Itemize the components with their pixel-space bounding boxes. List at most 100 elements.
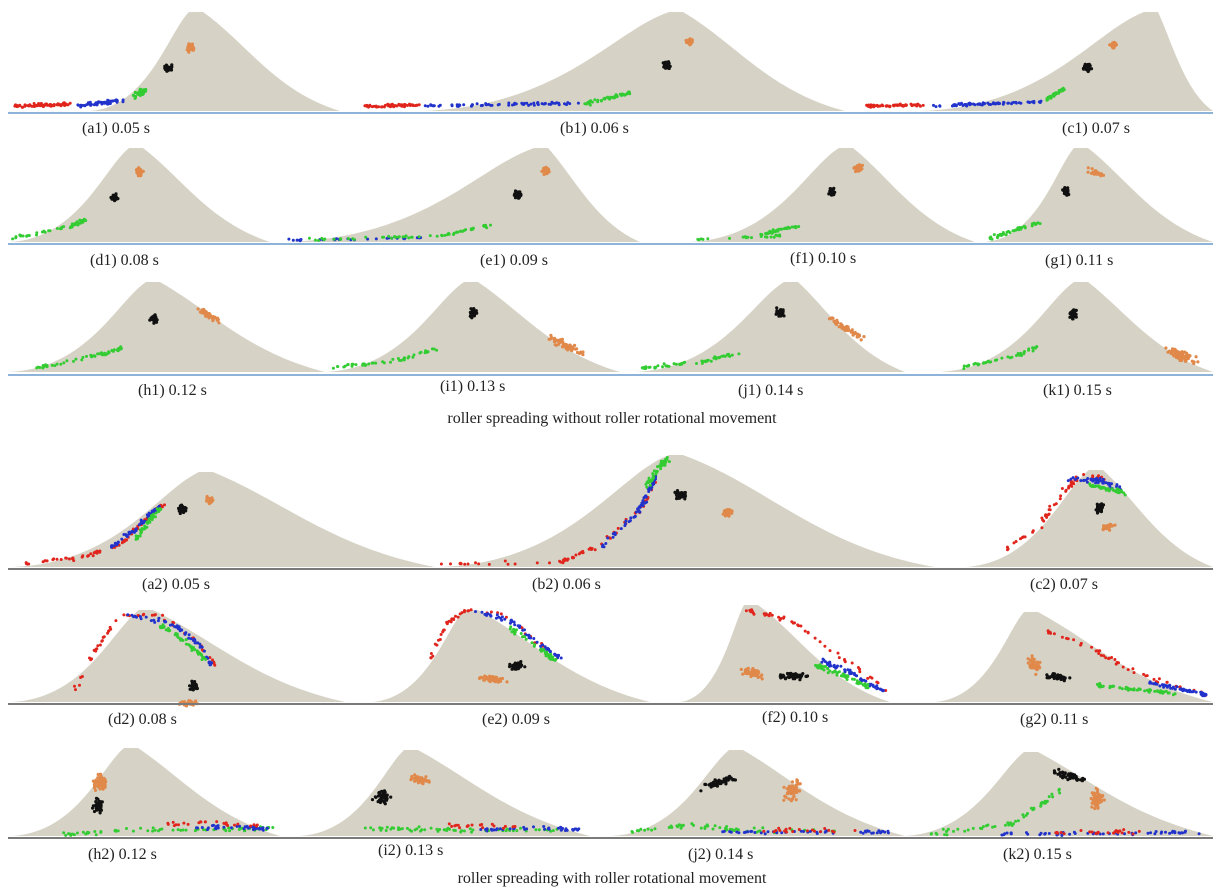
panel-label-e1: (e1) 0.09 s [480,252,548,269]
powder-bed-i2 [300,750,590,836]
panel-label-a1: (a1) 0.05 s [82,120,150,137]
panel-j1 [635,282,905,372]
particles-orange-e1 [540,165,551,176]
particles-black-g1 [1061,186,1071,197]
powder-bed-f2 [680,605,890,702]
particles-black-j1 [774,306,786,318]
particles-orange-j2 [782,778,802,803]
panel-label-d2: (d2) 0.08 s [108,711,177,728]
particles-black-h2 [91,796,104,815]
particles-black-g2 [1045,672,1072,683]
particles-green-h2 [62,825,275,837]
particles-red-h2 [166,820,259,828]
panel-b2 [439,455,935,567]
panel-label-i2: (i2) 0.13 s [378,842,444,859]
panel-label-e2: (e2) 0.09 s [482,711,550,728]
powder-bed-g2 [935,612,1213,702]
powder-bed-e1 [285,148,640,242]
particles-black-h1 [148,313,159,325]
panel-label-h2: (h2) 0.12 s [88,846,157,863]
particles-black-i2 [370,789,393,806]
panel-f1 [690,148,975,242]
particles-green-f2 [814,663,870,690]
particles-orange-a2 [205,494,215,506]
panel-label-f1: (f1) 0.10 s [790,250,857,267]
panel-label-k2: (k2) 0.15 s [1003,846,1072,863]
particles-black-a2 [177,503,188,516]
particles-black-c2 [1094,502,1106,515]
panel-d2 [12,610,345,708]
panel-g1 [985,148,1213,242]
particles-green-i1 [331,347,439,370]
panel-label-c2: (c2) 0.07 s [1030,576,1098,593]
panel-label-i1: (i1) 0.13 s [440,378,506,395]
panel-h1 [10,282,325,372]
panel-label-g1: (g1) 0.11 s [1045,252,1114,269]
particles-orange-k2 [1089,786,1106,811]
panel-label-f2: (f2) 0.10 s [762,709,829,726]
particles-green-g2 [1095,682,1177,697]
particles-green-k2 [929,787,1062,837]
particles-green-f1 [696,233,782,242]
particles-black-f1 [827,186,837,197]
particles-blue-a1 [76,98,125,109]
panel-label-j2: (j2) 0.14 s [688,846,754,863]
particles-green-a2 [134,507,163,541]
powder-bed-k1 [940,282,1213,372]
powder-bed-b1 [420,12,845,111]
particles-black-c1 [1081,62,1094,74]
powder-bed-j1 [635,282,905,372]
caption-top: roller spreading without roller rotation… [447,410,777,427]
particles-green-c2 [1088,482,1127,497]
panel-f2 [680,605,890,702]
particles-orange-b2 [721,507,734,518]
particles-orange-i2 [409,773,431,786]
panel-c2 [965,470,1213,567]
particles-blue-g2 [1148,680,1208,698]
panel-label-d1: (d1) 0.08 s [90,252,159,269]
particles-green-e2 [508,625,558,662]
particles-blue-b1 [423,100,580,108]
panel-label-b1: (b1) 0.06 s [560,120,629,137]
panel-k2 [905,752,1213,837]
panel-i1 [325,282,620,372]
powder-bed-b2 [440,455,935,567]
particles-blue-e1 [287,236,423,243]
panel-i2 [300,750,590,836]
particles-orange-c1 [1108,40,1118,50]
panel-label-j1: (j1) 0.14 s [738,382,804,399]
panel-a1 [13,12,340,111]
powder-bed-i1 [325,282,620,372]
particles-orange-h2 [91,772,108,793]
panel-k1 [940,282,1213,372]
particles-orange-j1 [827,316,866,342]
panel-d1 [10,148,270,242]
particles-black-k1 [1068,308,1078,321]
particles-orange-a1 [185,42,196,54]
panel-label-h1: (h1) 0.12 s [138,382,207,399]
panel-label-k1: (k1) 0.15 s [1043,382,1112,399]
particles-black-f2 [778,671,810,682]
panel-label-c1: (c1) 0.07 s [1062,120,1130,137]
particles-orange-f1 [852,163,865,174]
particles-orange-b1 [684,37,694,47]
particles-blue-c1 [932,99,1043,109]
panel-j2 [612,750,905,836]
particles-green-c1 [1045,86,1066,102]
particles-black-b1 [661,60,672,71]
particles-orange-k1 [1164,346,1200,366]
panel-h2 [12,748,280,837]
particles-black-e1 [512,189,523,200]
caption-bottom: roller spreading with roller rotational … [457,870,767,887]
particles-green-f1 [759,225,801,238]
particles-black-a1 [163,63,174,73]
particles-black-e2 [507,660,527,671]
particles-orange-f2 [739,666,764,681]
particles-green-b1 [583,90,632,107]
particles-black-d2 [188,679,199,692]
particles-red-a1 [13,101,72,109]
particles-orange-e2 [477,674,509,684]
particles-red-i2 [447,822,517,830]
particles-black-k2 [1052,767,1086,783]
particles-blue-d2 [126,613,214,667]
